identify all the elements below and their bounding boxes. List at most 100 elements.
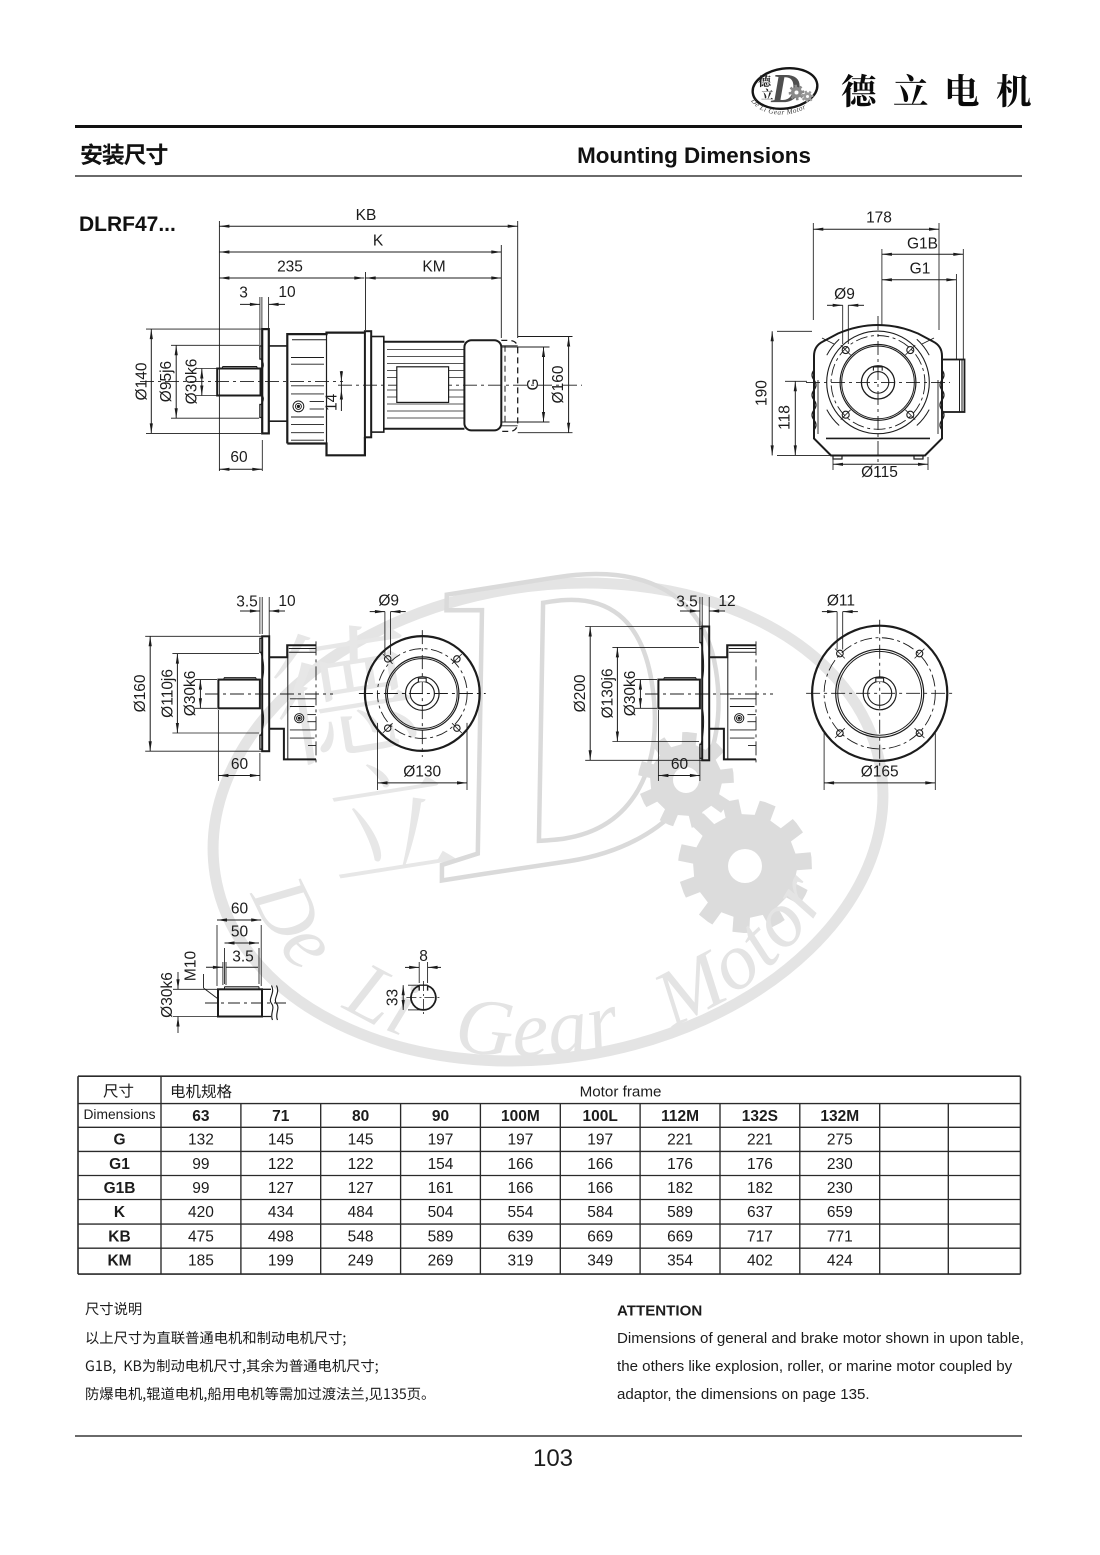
svg-text:319: 319: [507, 1253, 533, 1270]
svg-text:112M: 112M: [661, 1108, 699, 1125]
svg-text:63: 63: [192, 1108, 210, 1125]
svg-text:8: 8: [419, 948, 428, 965]
svg-text:DLRF47...: DLRF47...: [79, 213, 176, 236]
svg-text:Ø9: Ø9: [834, 286, 855, 303]
svg-text:KM: KM: [422, 259, 445, 276]
svg-text:235: 235: [277, 259, 303, 276]
svg-text:475: 475: [188, 1229, 214, 1246]
svg-text:771: 771: [827, 1229, 853, 1246]
svg-text:178: 178: [866, 210, 892, 227]
svg-text:Ø115: Ø115: [861, 464, 898, 481]
svg-text:145: 145: [268, 1132, 294, 1149]
svg-text:637: 637: [747, 1204, 773, 1221]
svg-text:132: 132: [188, 1132, 214, 1149]
svg-text:K: K: [114, 1204, 126, 1221]
svg-text:420: 420: [188, 1204, 214, 1221]
svg-text:3.5: 3.5: [236, 594, 258, 611]
svg-text:132M: 132M: [820, 1108, 859, 1125]
svg-text:KM: KM: [107, 1253, 131, 1270]
svg-text:Mounting Dimensions: Mounting Dimensions: [577, 143, 811, 168]
svg-text:118: 118: [777, 405, 794, 430]
svg-text:60: 60: [231, 756, 249, 773]
svg-text:Ø140: Ø140: [133, 362, 150, 400]
svg-text:Ø95j6: Ø95j6: [158, 361, 175, 402]
svg-text:Dimensions of general and brak: Dimensions of general and brake motor sh…: [617, 1330, 1024, 1347]
svg-text:Ø110j6: Ø110j6: [159, 669, 176, 718]
svg-text:548: 548: [348, 1229, 374, 1246]
svg-text:166: 166: [507, 1180, 533, 1197]
svg-text:249: 249: [348, 1253, 374, 1270]
svg-text:Ø200: Ø200: [572, 674, 589, 712]
svg-text:589: 589: [667, 1204, 693, 1221]
svg-text:669: 669: [587, 1229, 613, 1246]
svg-text:197: 197: [587, 1132, 613, 1149]
svg-text:G1B: G1B: [104, 1180, 136, 1197]
svg-text:161: 161: [428, 1180, 454, 1197]
svg-text:80: 80: [352, 1108, 369, 1125]
svg-text:100M: 100M: [501, 1108, 540, 1125]
svg-text:402: 402: [747, 1253, 773, 1270]
svg-text:3.5: 3.5: [232, 949, 254, 966]
svg-text:230: 230: [827, 1156, 853, 1173]
svg-text:K: K: [373, 233, 384, 250]
svg-text:504: 504: [428, 1204, 454, 1221]
svg-text:269: 269: [428, 1253, 454, 1270]
svg-text:60: 60: [230, 449, 248, 466]
svg-text:10: 10: [278, 593, 296, 610]
svg-text:60: 60: [231, 901, 249, 918]
svg-text:M10: M10: [183, 951, 200, 982]
svg-text:Ø165: Ø165: [861, 764, 899, 781]
svg-text:221: 221: [667, 1132, 693, 1149]
svg-text:G1B: G1B: [907, 236, 938, 253]
svg-text:103: 103: [533, 1445, 573, 1472]
svg-text:71: 71: [272, 1108, 290, 1125]
svg-text:Ø11: Ø11: [827, 593, 855, 610]
svg-text:122: 122: [268, 1156, 294, 1173]
svg-text:498: 498: [268, 1229, 294, 1246]
svg-text:Ø9: Ø9: [378, 593, 399, 610]
svg-text:Ø30k6: Ø30k6: [622, 671, 639, 717]
svg-text:100L: 100L: [583, 1108, 618, 1125]
svg-text:554: 554: [507, 1204, 533, 1221]
svg-text:199: 199: [268, 1253, 294, 1270]
svg-text:Dimensions: Dimensions: [83, 1107, 155, 1122]
svg-text:717: 717: [747, 1229, 773, 1246]
svg-text:90: 90: [432, 1108, 449, 1125]
svg-text:197: 197: [428, 1132, 454, 1149]
svg-text:221: 221: [747, 1132, 773, 1149]
svg-text:182: 182: [747, 1180, 773, 1197]
svg-text:KB: KB: [356, 207, 377, 224]
svg-text:166: 166: [587, 1180, 613, 1197]
svg-text:KB: KB: [108, 1229, 130, 1246]
svg-text:230: 230: [827, 1180, 853, 1197]
svg-text:G: G: [525, 378, 542, 390]
svg-text:349: 349: [587, 1253, 613, 1270]
svg-text:12: 12: [718, 593, 735, 610]
svg-text:176: 176: [667, 1156, 693, 1173]
svg-text:33: 33: [385, 989, 402, 1006]
svg-text:434: 434: [268, 1204, 294, 1221]
svg-text:122: 122: [348, 1156, 374, 1173]
svg-text:484: 484: [348, 1204, 374, 1221]
svg-text:99: 99: [192, 1156, 209, 1173]
svg-text:154: 154: [428, 1156, 454, 1173]
svg-text:185: 185: [188, 1253, 214, 1270]
svg-text:Ø30k6: Ø30k6: [159, 972, 176, 1018]
svg-text:Ø30k6: Ø30k6: [182, 671, 199, 717]
svg-text:Ø160: Ø160: [132, 674, 149, 712]
svg-text:Ø130: Ø130: [403, 764, 441, 781]
svg-text:132S: 132S: [742, 1108, 778, 1125]
svg-text:99: 99: [192, 1180, 209, 1197]
svg-text:127: 127: [268, 1180, 294, 1197]
svg-text:659: 659: [827, 1204, 853, 1221]
svg-text:10: 10: [278, 284, 296, 301]
svg-text:669: 669: [667, 1229, 693, 1246]
svg-text:145: 145: [348, 1132, 374, 1149]
svg-text:Ø30k6: Ø30k6: [184, 359, 201, 405]
svg-text:60: 60: [671, 756, 689, 773]
svg-text:354: 354: [667, 1253, 693, 1270]
svg-text:197: 197: [507, 1132, 533, 1149]
svg-text:176: 176: [747, 1156, 773, 1173]
svg-text:589: 589: [428, 1229, 454, 1246]
svg-text:424: 424: [827, 1253, 853, 1270]
